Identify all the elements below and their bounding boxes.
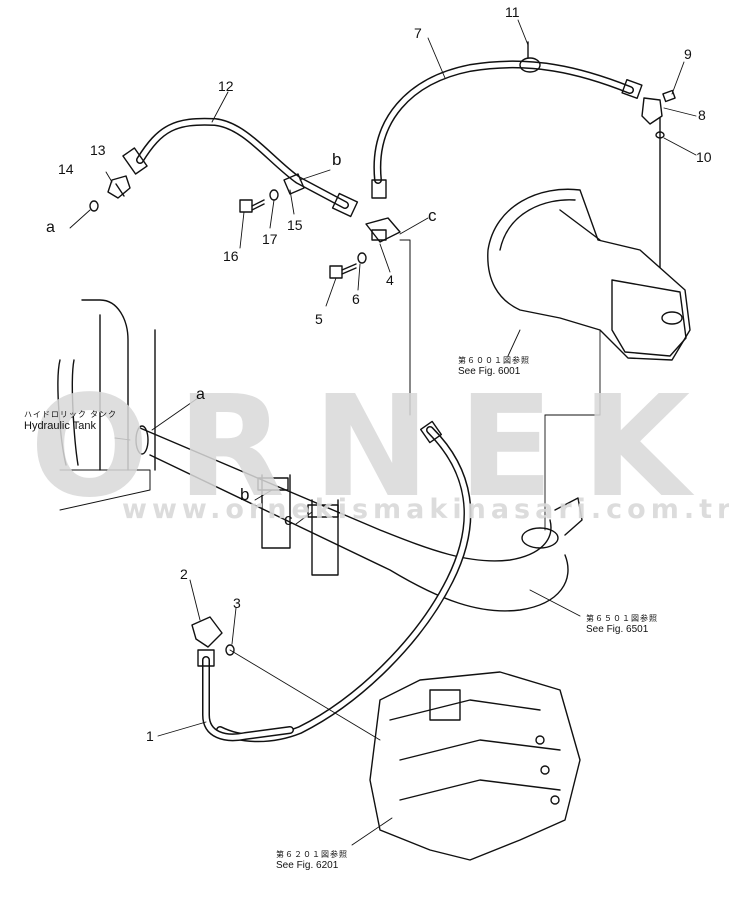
pressure-hose (216, 420, 472, 743)
block-fitting-4 (365, 217, 401, 243)
washer-6 (357, 252, 367, 264)
callout-a-bottom: a (196, 386, 205, 403)
callout-6: 6 (352, 291, 360, 307)
callout-c-top: c (428, 206, 437, 225)
elbow-fitting-13 (107, 175, 131, 199)
ref-fig-6001-en: See Fig. 6001 (458, 366, 521, 377)
ref-fig-6001-jp: 第６００１図参照 (458, 356, 530, 365)
callout-14: 14 (58, 161, 74, 177)
plug-9 (662, 89, 676, 103)
hose-1 (197, 649, 294, 742)
callout-c-bottom: c (284, 510, 293, 529)
callout-5: 5 (315, 311, 323, 327)
hose-12 (122, 117, 359, 218)
callout-16: 16 (223, 248, 239, 264)
ref-fig-6501-jp: 第６５０１図参照 (586, 614, 658, 623)
bolt-5 (329, 263, 357, 279)
callout-9: 9 (684, 46, 692, 62)
o-ring-10 (655, 131, 665, 139)
callout-1: 1 (146, 728, 154, 744)
pump-assembly (487, 188, 691, 361)
callout-a-top: a (46, 219, 55, 236)
control-valve (369, 671, 581, 861)
callout-17: 17 (262, 231, 278, 247)
callout-11: 11 (505, 4, 520, 20)
callout-b-bottom: b (240, 485, 250, 504)
o-ring-3 (225, 644, 235, 656)
ref-fig-6201-en: See Fig. 6201 (276, 860, 339, 871)
fitting-8 (641, 97, 663, 271)
elbow-fitting-2 (191, 616, 223, 648)
washer-17 (269, 189, 279, 201)
ref-fig-6201-jp: 第６２０１図参照 (276, 850, 348, 859)
ref-hydraulic-tank: ハイドロリック タンク Hydraulic Tank (24, 410, 117, 434)
clamp-15 (283, 173, 305, 195)
ref-fig-6201: 第６２０１図参照 See Fig. 6201 (276, 850, 348, 873)
pipe-bracket (257, 474, 339, 576)
hydraulic-tank (57, 299, 156, 511)
ref-fig-6501-en: See Fig. 6501 (586, 624, 649, 635)
suction-pipe (135, 425, 583, 612)
callout-15: 15 (287, 217, 303, 233)
callout-2: 2 (180, 566, 188, 582)
ref-fig-6501: 第６５０１図参照 See Fig. 6501 (586, 614, 658, 637)
ref-hydraulic-tank-jp: ハイドロリック タンク (24, 410, 118, 419)
callout-4: 4 (386, 272, 394, 288)
callout-7: 7 (414, 25, 422, 41)
ref-hydraulic-tank-en: Hydraulic Tank (24, 420, 96, 432)
callout-3: 3 (233, 595, 241, 611)
callout-b-top: b (332, 150, 342, 169)
callout-12: 12 (218, 78, 234, 94)
hose-7 (371, 60, 643, 199)
bolt-16 (239, 199, 265, 213)
leader-lines (69, 19, 697, 846)
ref-fig-6001: 第６００１図参照 See Fig. 6001 (458, 356, 530, 379)
callout-13: 13 (90, 142, 106, 158)
callout-10: 10 (696, 149, 712, 165)
o-ring-14 (89, 200, 99, 212)
callout-8: 8 (698, 107, 706, 123)
